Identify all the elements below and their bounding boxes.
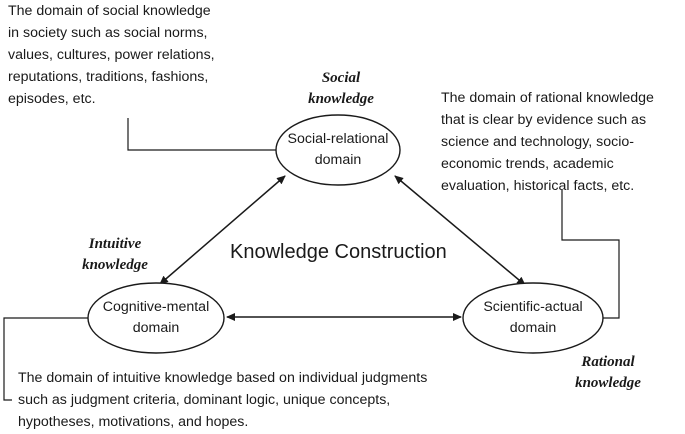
cognitive-mental-label: Cognitive-mental domain — [93, 297, 219, 339]
tag-line: knowledge — [308, 91, 374, 107]
description-line: evaluation, historical facts, etc. — [441, 178, 635, 194]
description-line: episodes, etc. — [8, 91, 96, 107]
cognitive-mental-node — [87, 282, 225, 354]
description-line: The domain of social knowledge — [8, 3, 211, 19]
social-description: The domain of social knowledge in societ… — [8, 0, 215, 110]
tag-line: knowledge — [575, 375, 641, 391]
tag-line: Rational — [581, 354, 635, 370]
node-label-line: domain — [509, 320, 557, 336]
node-label-line: Social-relational — [287, 131, 389, 147]
intuitive-description: The domain of intuitive knowledge based … — [18, 367, 427, 433]
description-line: reputations, traditions, fashions, — [8, 69, 209, 85]
description-line: hypotheses, motivations, and hopes. — [18, 414, 249, 430]
rational-knowledge-tag: Rational knowledge — [558, 352, 658, 394]
description-line: science and technology, socio- — [441, 134, 634, 150]
center-title: Knowledge Construction — [230, 241, 447, 263]
description-line: values, cultures, power relations, — [8, 47, 215, 63]
scientific-actual-node — [462, 282, 604, 354]
scientific-actual-label: Scientific-actual domain — [468, 297, 598, 339]
arrow-social-cognitive — [159, 175, 286, 285]
tag-line: Social — [321, 70, 361, 86]
arrow-social-scientific — [394, 175, 526, 286]
social-relational-label: Social-relational domain — [278, 129, 398, 171]
description-line: in society such as social norms, — [8, 25, 208, 41]
social-relational-node — [275, 114, 401, 186]
social-description-connector — [127, 118, 276, 151]
description-line: such as judgment criteria, dominant logi… — [18, 392, 391, 408]
intuitive-description-connector — [3, 317, 88, 401]
description-line: economic trends, academic — [441, 156, 614, 172]
node-label-line: domain — [132, 320, 180, 336]
rational-description: The domain of rational knowledge that is… — [441, 87, 654, 197]
description-line: The domain of intuitive knowledge based … — [18, 370, 428, 386]
node-label-line: domain — [314, 152, 362, 168]
description-line: The domain of rational knowledge — [441, 90, 654, 106]
node-label-line: Cognitive-mental — [102, 299, 210, 315]
tag-line: knowledge — [82, 257, 148, 273]
intuitive-knowledge-tag: Intuitive knowledge — [70, 234, 160, 276]
rational-description-connector — [561, 190, 620, 319]
tag-line: Intuitive — [88, 236, 142, 252]
node-label-line: Scientific-actual — [483, 299, 583, 315]
description-line: that is clear by evidence such as — [441, 112, 647, 128]
social-knowledge-tag: Social knowledge — [296, 68, 386, 110]
